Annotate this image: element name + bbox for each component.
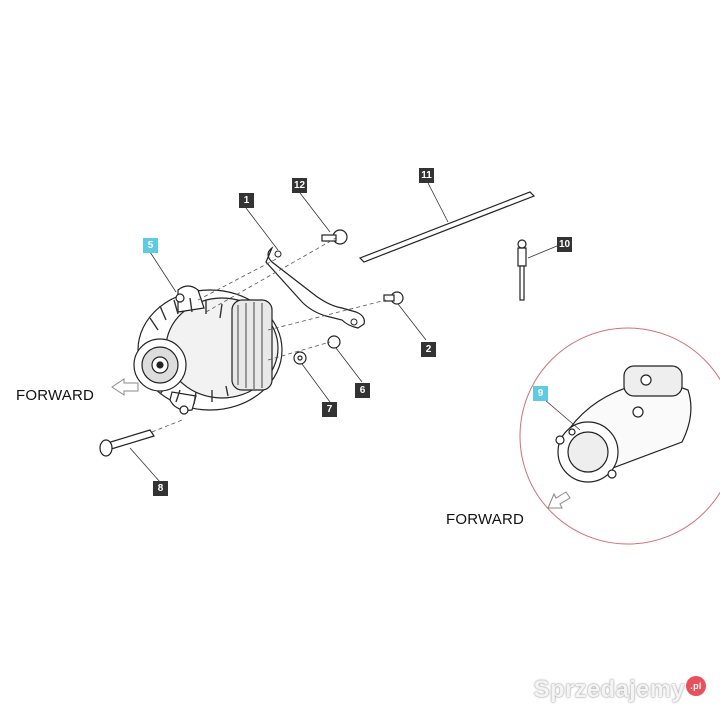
mounting-bracket	[265, 246, 365, 329]
strip-11	[358, 191, 536, 263]
forward-label-right: FORWARD	[446, 511, 525, 528]
callout-1: 1	[239, 193, 254, 208]
bolt-12	[321, 229, 348, 245]
callout-5: 5	[143, 238, 158, 253]
forward-arrow-left	[111, 378, 139, 396]
callout-2: 2	[421, 342, 436, 357]
callout-10: 10	[557, 237, 572, 252]
bolt-8	[99, 429, 155, 457]
watermark-text: Sprzedajemy	[533, 676, 685, 703]
starter-motor	[555, 365, 692, 483]
callout-11: 11	[419, 168, 434, 183]
forward-label-left: FORWARD	[16, 387, 95, 404]
nut-6	[327, 335, 341, 349]
washer-7	[293, 351, 307, 365]
callout-7: 7	[322, 402, 337, 417]
watermark: Sprzedajemy.pl	[534, 676, 706, 704]
bolt-2	[383, 291, 404, 305]
forward-arrow-right	[547, 491, 571, 509]
glow-plug-10	[517, 239, 527, 301]
callout-9: 9	[533, 386, 548, 401]
callout-6: 6	[355, 383, 370, 398]
leader-lines	[151, 237, 387, 433]
starter-detail-circle	[519, 327, 720, 545]
callout-leaders	[129, 182, 581, 483]
alternator	[133, 285, 283, 415]
callout-8: 8	[153, 481, 168, 496]
watermark-suffix: .pl	[686, 676, 706, 696]
callout-12: 12	[292, 178, 307, 193]
